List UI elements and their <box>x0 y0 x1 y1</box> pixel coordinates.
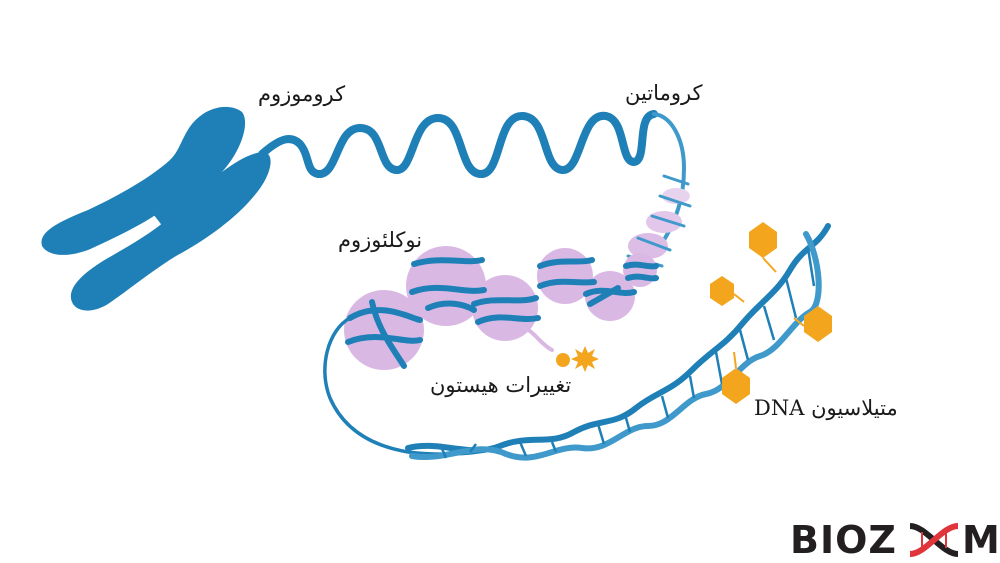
biozoom-logo: BIOZ M <box>790 518 1000 562</box>
chromatin-label: کروماتین <box>625 81 703 105</box>
chromatin-fiber <box>258 110 658 178</box>
histone-modification-label: تغییرات هیستون <box>430 373 572 397</box>
histone-modifications <box>518 324 599 372</box>
methyl-links <box>733 257 805 369</box>
dna-helix-strand-a <box>405 223 831 454</box>
chromosome-shape <box>41 106 271 311</box>
chromatin-coils <box>626 174 692 268</box>
dna-helix-rungs <box>438 247 816 459</box>
logo-text-part2: M <box>962 518 1000 562</box>
chromosome-label: کروموزوم <box>258 82 346 106</box>
logo-text-part1: BIOZ <box>790 518 897 562</box>
dna-methylation-label: متیلاسیون DNA <box>754 396 898 420</box>
methyl-groups <box>710 222 832 404</box>
logo-dna-icon <box>909 523 959 557</box>
nucleosome-label: نوکلئوزوم <box>338 228 423 252</box>
nucleosome-dna-wraps <box>345 257 659 369</box>
